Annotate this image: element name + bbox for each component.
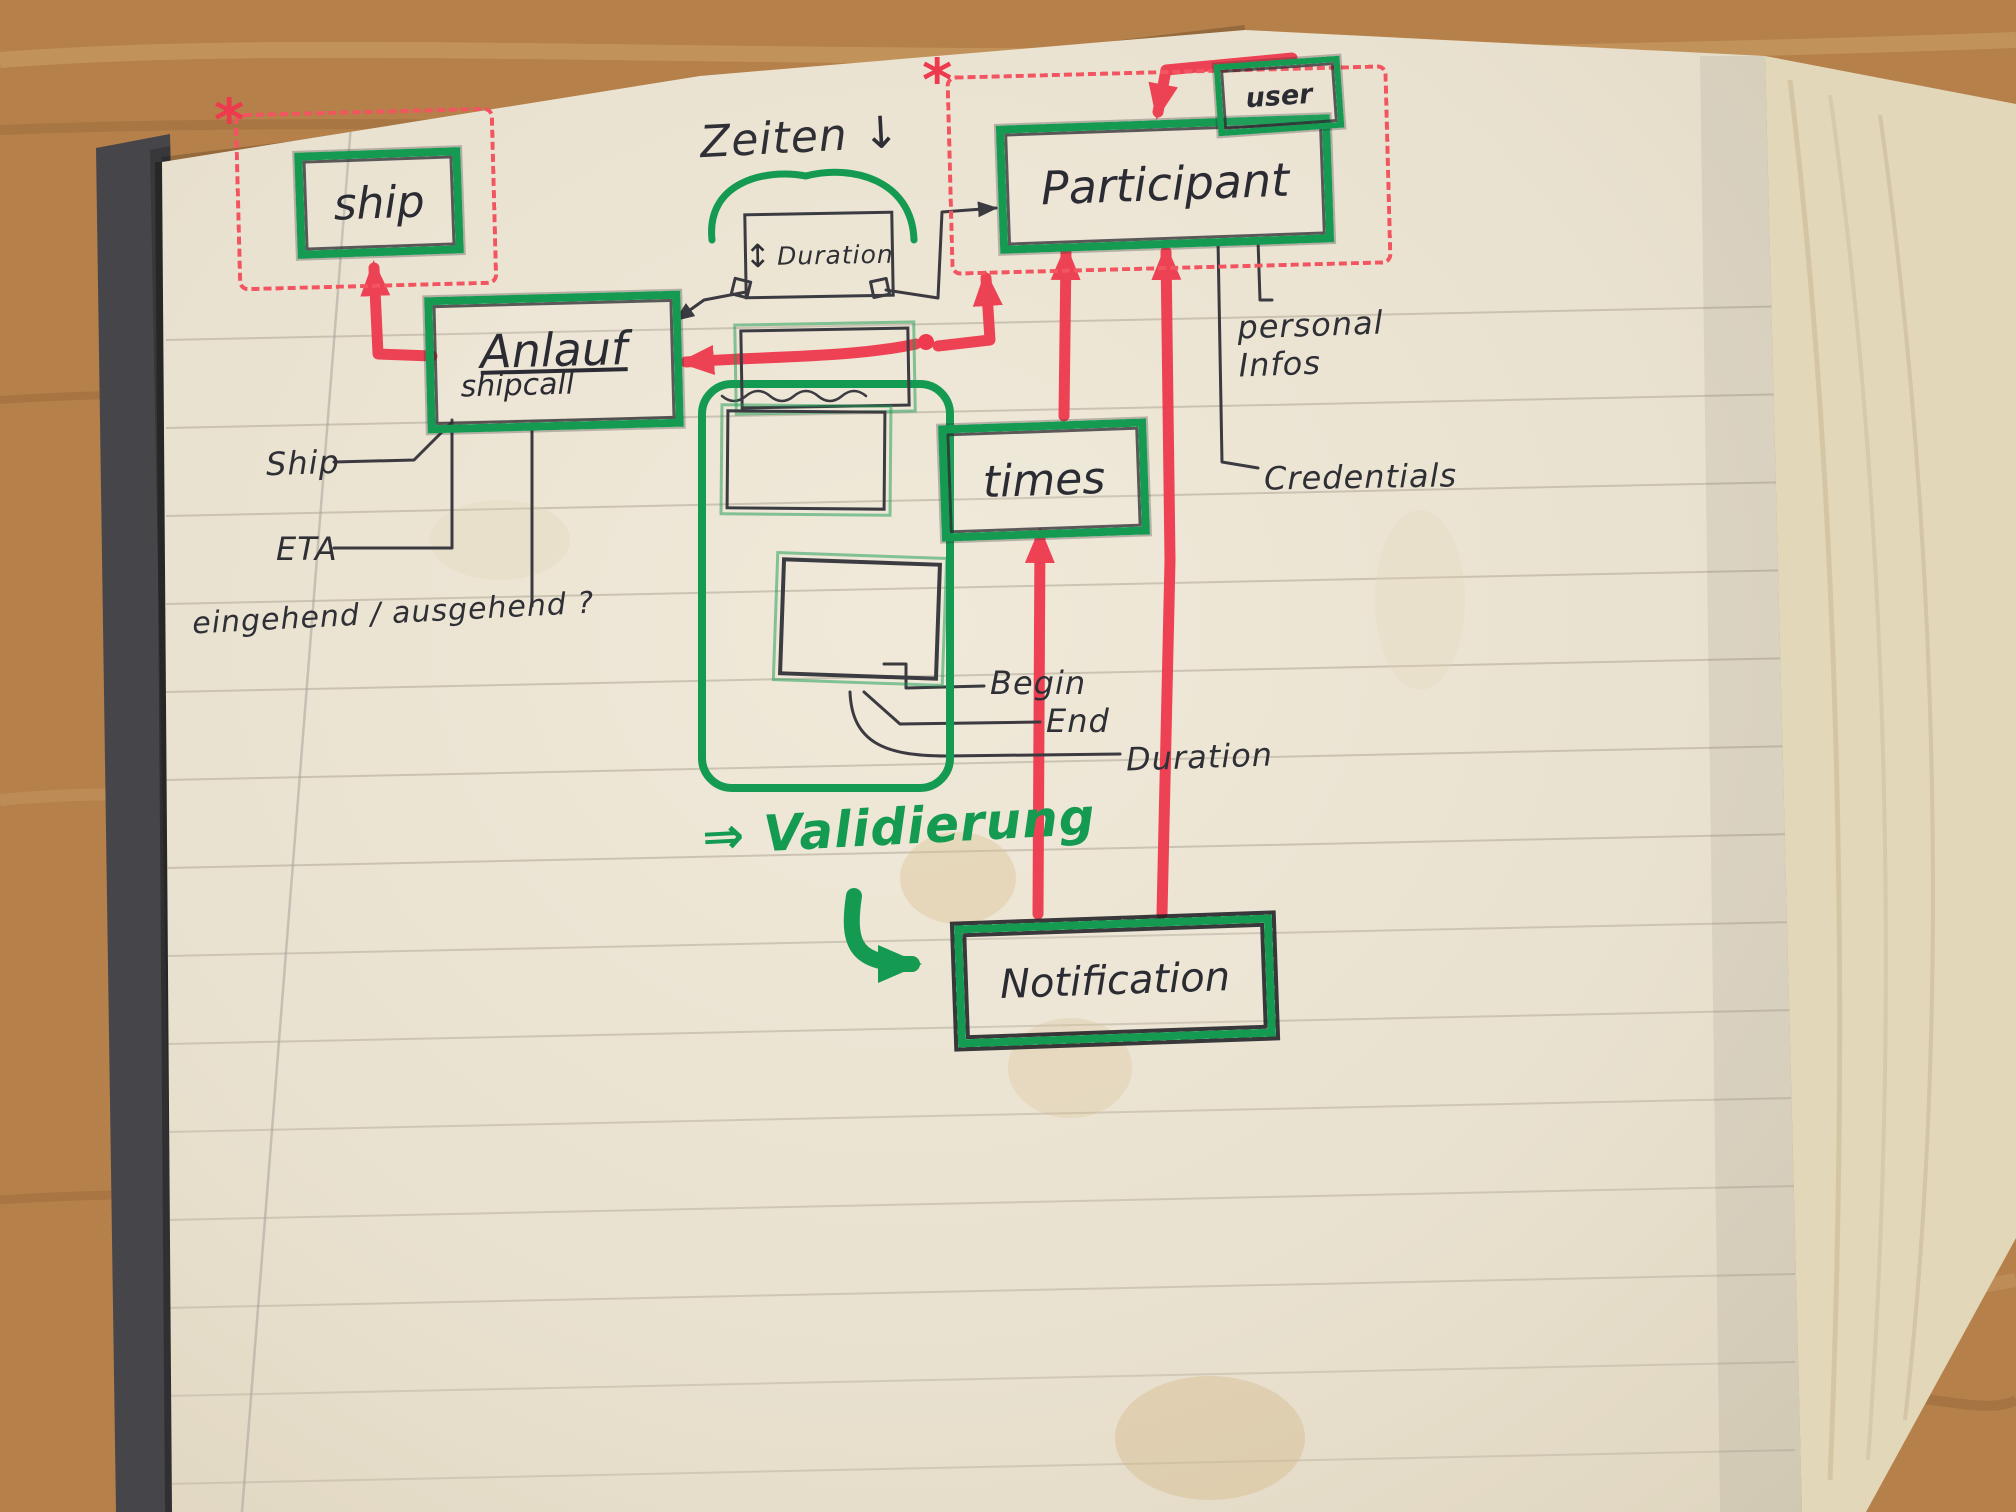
- entity-user: user: [1213, 55, 1345, 137]
- attr-duration: Duration: [1125, 735, 1274, 779]
- arrow-anlauf-to-ship: [360, 260, 438, 362]
- attr-end: End: [1046, 702, 1110, 740]
- page-curl-line: [1878, 114, 1935, 1421]
- arrow-elbow-to-participant: [932, 270, 1003, 352]
- annotation-validierung: ⇒ Validierung: [700, 787, 1097, 867]
- line-attr-ship: [332, 422, 452, 464]
- asterisk-participant: *: [922, 46, 953, 114]
- arrow-user-to-participant: [1148, 52, 1298, 120]
- arrow-notification-to-times: [1024, 527, 1055, 920]
- line-attr-begin: [882, 662, 986, 690]
- line-attr-eta: [332, 418, 454, 550]
- duration-foot: [869, 277, 891, 299]
- line-duration-to-participant: [884, 201, 998, 300]
- entity-notification-label: Notification: [999, 953, 1231, 1009]
- entity-user-label: user: [1244, 78, 1314, 114]
- entity-participant-label: Participant: [1039, 152, 1291, 216]
- stain: [430, 500, 570, 580]
- stain: [1115, 1376, 1305, 1500]
- stain: [900, 832, 1016, 924]
- entity-times-label: times: [981, 452, 1107, 508]
- line-attr-duration: [848, 690, 1122, 758]
- entity-ship-label: ship: [332, 175, 426, 231]
- entity-participant: Participant: [995, 114, 1335, 254]
- second-page: [1765, 56, 2016, 1512]
- duration-box-label: Duration: [776, 239, 894, 271]
- entity-times: times: [938, 418, 1150, 542]
- attr-eta: ETA: [276, 530, 338, 568]
- duration-foot: [729, 276, 753, 300]
- attr-begin: Begin: [990, 664, 1087, 702]
- arrow-timesbox-to-shipcall: [678, 338, 922, 375]
- entity-anlauf-sublabel: shipcall: [460, 365, 575, 404]
- updown-arrow-icon: ↕: [743, 236, 772, 276]
- line-attr-credentials: [1216, 238, 1260, 470]
- attr-ship: Ship: [265, 442, 341, 484]
- time-slot-box-1: [733, 320, 917, 416]
- red-dot: [918, 334, 934, 350]
- margin-line: [240, 111, 354, 1512]
- green-bracket: [708, 168, 918, 244]
- entity-notification: Notification: [953, 914, 1277, 1048]
- ruled-lines: [165, 56, 1802, 1512]
- entity-anlauf: Anlauf shipcall: [424, 290, 684, 434]
- duration-box: ↕ Duration: [743, 210, 895, 300]
- attr-inout: eingehend / ausgehend ?: [191, 585, 596, 642]
- line-attr-end: [862, 690, 1042, 726]
- green-arrow-to-notification: [843, 888, 922, 983]
- stain: [1375, 510, 1465, 690]
- asterisk-ship: *: [214, 86, 245, 154]
- arrow-times-to-participant: [1050, 244, 1081, 422]
- attr-personal-infos: personal Infos: [1236, 303, 1385, 385]
- time-slot-box-2: [719, 403, 893, 517]
- line-attr-personal: [1256, 238, 1274, 302]
- stain: [1008, 1018, 1132, 1118]
- times-container: [698, 380, 954, 792]
- wavy-sketch-line: [720, 389, 868, 403]
- attr-credentials: Credentials: [1263, 456, 1458, 498]
- time-slot-box-3: [771, 550, 949, 688]
- annotation-zeiten: Zeiten ↓: [698, 106, 902, 169]
- page-curl-line: [1787, 79, 1843, 1481]
- arrow-notification-to-participant: [1151, 244, 1182, 920]
- page-curve-shade: [1700, 56, 1802, 1512]
- page-curl-line: [1828, 94, 1888, 1461]
- entity-ship: ship: [294, 147, 464, 259]
- notebook-page: [162, 30, 1802, 1512]
